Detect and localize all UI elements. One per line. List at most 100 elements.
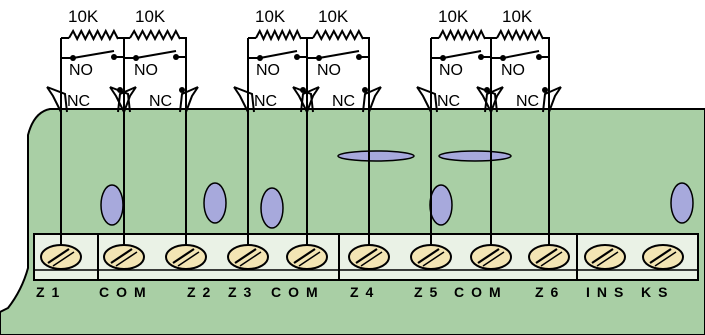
screw-slot xyxy=(110,248,133,264)
screw-head xyxy=(227,244,269,270)
nc-loop-left xyxy=(117,86,137,113)
screw-head xyxy=(348,244,390,270)
screw-slot xyxy=(234,248,257,264)
screw-head xyxy=(528,244,570,270)
screw-terminal-4[interactable] xyxy=(227,244,269,270)
screw-slot xyxy=(115,251,138,267)
screw-slot xyxy=(422,251,445,267)
terminal-label-com-1: COM xyxy=(99,284,153,300)
terminal-label-z5: Z5 xyxy=(414,284,444,300)
screw-slot xyxy=(535,248,558,264)
nc-loop-left xyxy=(46,86,68,113)
nc-label: NC xyxy=(332,93,355,110)
no-switch-right xyxy=(318,50,360,59)
resistor-10k xyxy=(68,28,119,42)
screw-terminal-1[interactable] xyxy=(40,244,82,270)
board-led-3 xyxy=(260,187,284,229)
nc-loop-right xyxy=(542,86,562,113)
screw-terminal-3[interactable] xyxy=(165,244,207,270)
nc-loop-right xyxy=(476,86,498,113)
nc-contact xyxy=(362,87,368,93)
resistor-10k xyxy=(312,28,364,42)
screw-slot xyxy=(293,248,316,264)
resistor-10k xyxy=(438,28,486,42)
screw-slot xyxy=(355,248,378,264)
screw-slot xyxy=(177,251,200,267)
no-label: NO xyxy=(69,62,93,79)
resistor-label: 10K xyxy=(255,7,286,26)
screw-slot xyxy=(239,251,262,267)
screw-slot xyxy=(596,251,619,267)
terminal-label-z3: Z3 xyxy=(228,284,258,300)
circuit-group-2: 10K 10K NO NO NC NC xyxy=(233,7,382,248)
terminal-label-com-2: COM xyxy=(271,284,325,300)
resistor-label: 10K xyxy=(135,7,166,26)
nc-loop-right xyxy=(179,86,199,113)
terminal-label-com-3: COM xyxy=(454,284,508,300)
screw-slot xyxy=(654,251,677,267)
board-led-5 xyxy=(438,150,512,162)
resistor-label: 10K xyxy=(438,7,469,26)
nc-loop-left xyxy=(233,86,255,113)
nc-contact xyxy=(542,87,548,93)
nc-label: NC xyxy=(149,93,172,110)
resistor-10k xyxy=(496,28,544,42)
no-label: NO xyxy=(256,62,280,79)
nc-label: NC xyxy=(254,93,277,110)
screw-slot xyxy=(52,251,75,267)
no-label: NO xyxy=(317,62,341,79)
screw-head xyxy=(286,244,328,270)
screw-terminal-9[interactable] xyxy=(528,244,570,270)
screw-terminal-11[interactable] xyxy=(642,244,684,270)
no-switch-left xyxy=(442,50,482,59)
screw-slot xyxy=(298,251,321,267)
screw-head xyxy=(103,244,145,270)
resistor-10k xyxy=(255,28,302,42)
screw-head xyxy=(642,244,684,270)
screw-head xyxy=(165,244,207,270)
no-label: NO xyxy=(501,62,525,79)
nc-loop-left xyxy=(416,86,438,113)
screw-slot xyxy=(482,251,505,267)
no-leads xyxy=(248,56,369,59)
screw-terminal-2[interactable] xyxy=(103,244,145,270)
nc-loop-left xyxy=(300,86,320,113)
screw-head xyxy=(470,244,512,270)
terminal-label-z2: Z2 xyxy=(187,284,217,300)
terminal-label-z1: Z1 xyxy=(36,284,66,300)
resistor-label: 10K xyxy=(318,7,349,26)
nc-label: NC xyxy=(516,93,539,110)
screw-slot xyxy=(591,248,614,264)
nc-loop-right xyxy=(292,86,314,113)
no-switch-left xyxy=(259,50,298,59)
screw-terminal-7[interactable] xyxy=(410,244,452,270)
board-led-4 xyxy=(337,150,415,162)
resistor-10k xyxy=(129,28,181,42)
screw-terminal-5[interactable] xyxy=(286,244,328,270)
no-label: NO xyxy=(439,62,463,79)
no-switch-right xyxy=(502,50,540,59)
screw-slot xyxy=(540,251,563,267)
board-led-7 xyxy=(670,182,694,224)
screw-slot xyxy=(477,248,500,264)
resistor-label: 10K xyxy=(502,7,533,26)
screw-terminal-8[interactable] xyxy=(470,244,512,270)
screw-terminal-6[interactable] xyxy=(348,244,390,270)
screw-terminal-10[interactable] xyxy=(584,244,626,270)
nc-label: NC xyxy=(67,93,90,110)
screw-head xyxy=(40,244,82,270)
nc-loop-left xyxy=(484,86,504,113)
nc-loop-right xyxy=(109,86,131,113)
board-led-2 xyxy=(203,182,227,224)
resistor-label: 10K xyxy=(68,7,99,26)
screw-slot xyxy=(47,248,70,264)
screw-slot xyxy=(360,251,383,267)
terminal-label-ins: INS xyxy=(586,284,630,300)
screw-slot xyxy=(649,248,672,264)
terminal-label-z6: Z6 xyxy=(535,284,565,300)
screw-head xyxy=(410,244,452,270)
nc-loop-right xyxy=(362,86,382,113)
